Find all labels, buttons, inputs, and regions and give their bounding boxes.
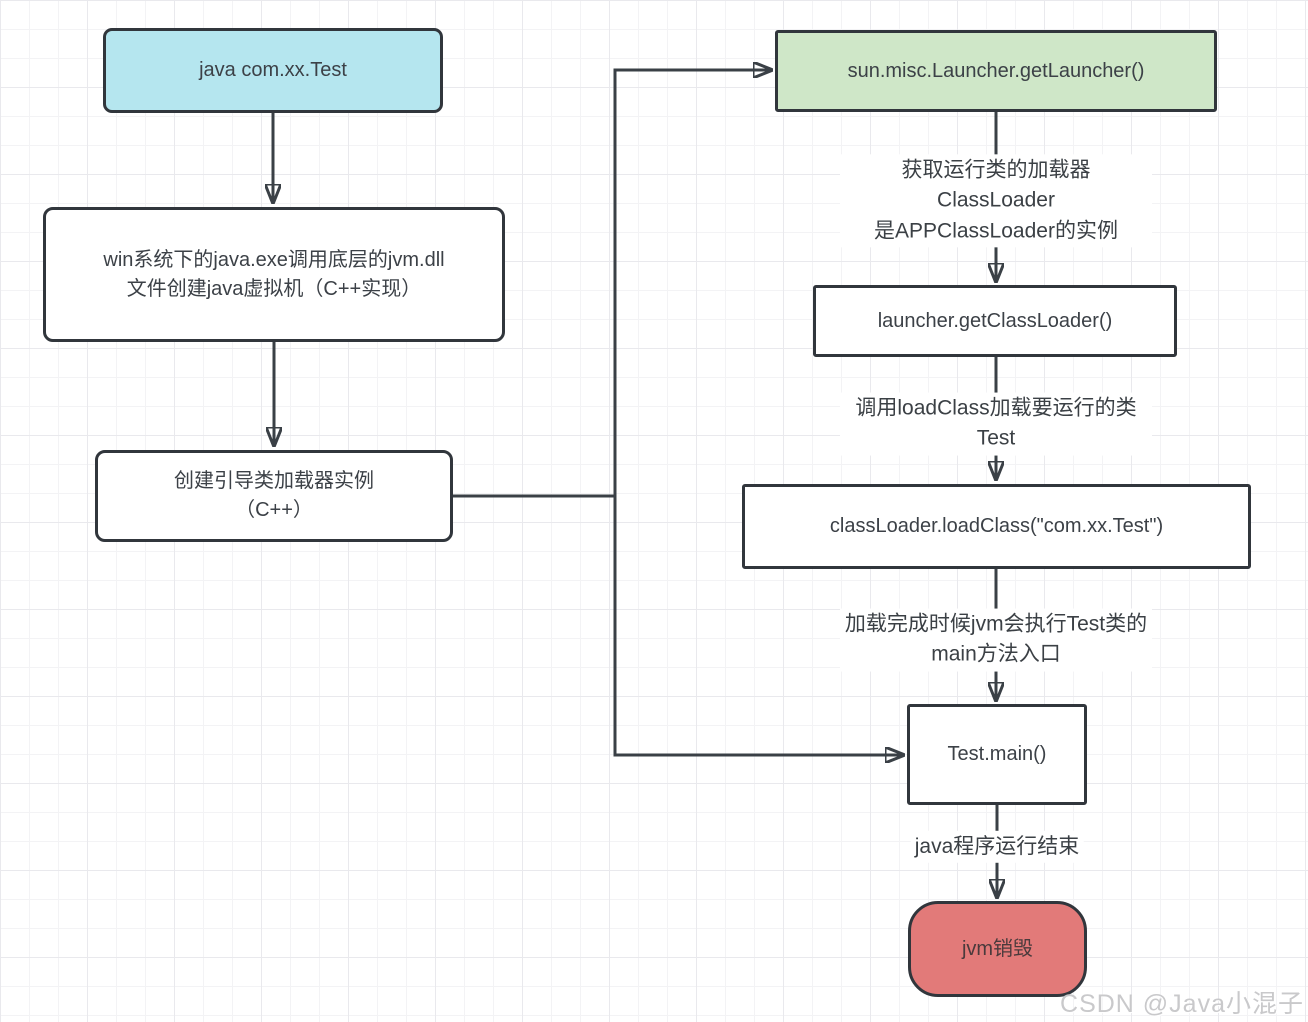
node-test-main: Test.main() [907,704,1087,805]
edge-label-get-classloader: 获取运行类的加载器ClassLoader 是APPClassLoader的实例 [840,154,1152,248]
node-jvm-destroy: jvm销毁 [908,901,1087,997]
edge-bootstrap-to-getlauncher [453,70,772,498]
node-get-launcher: sun.misc.Launcher.getLauncher() [775,30,1217,112]
edge-label-run-main: 加载完成时候jvm会执行Test类的main方法入口 [840,608,1152,672]
edge-label-program-end: java程序运行结束 [910,830,1084,864]
node-create-bootstrap-loader: 创建引导类加载器实例 （C++） [95,450,453,542]
node-get-classloader: launcher.getClassLoader() [813,285,1177,357]
watermark: CSDN @Java小混子 [1060,990,1304,1018]
edge-label-call-loadclass: 调用loadClass加载要运行的类Test [840,392,1152,456]
node-create-jvm: win系统下的java.exe调用底层的jvm.dll 文件创建java虚拟机（… [43,207,505,342]
node-java-command: java com.xx.Test [103,28,443,113]
node-load-class: classLoader.loadClass("com.xx.Test") [742,484,1251,569]
edge-bootstrap-to-testmain [613,496,904,755]
